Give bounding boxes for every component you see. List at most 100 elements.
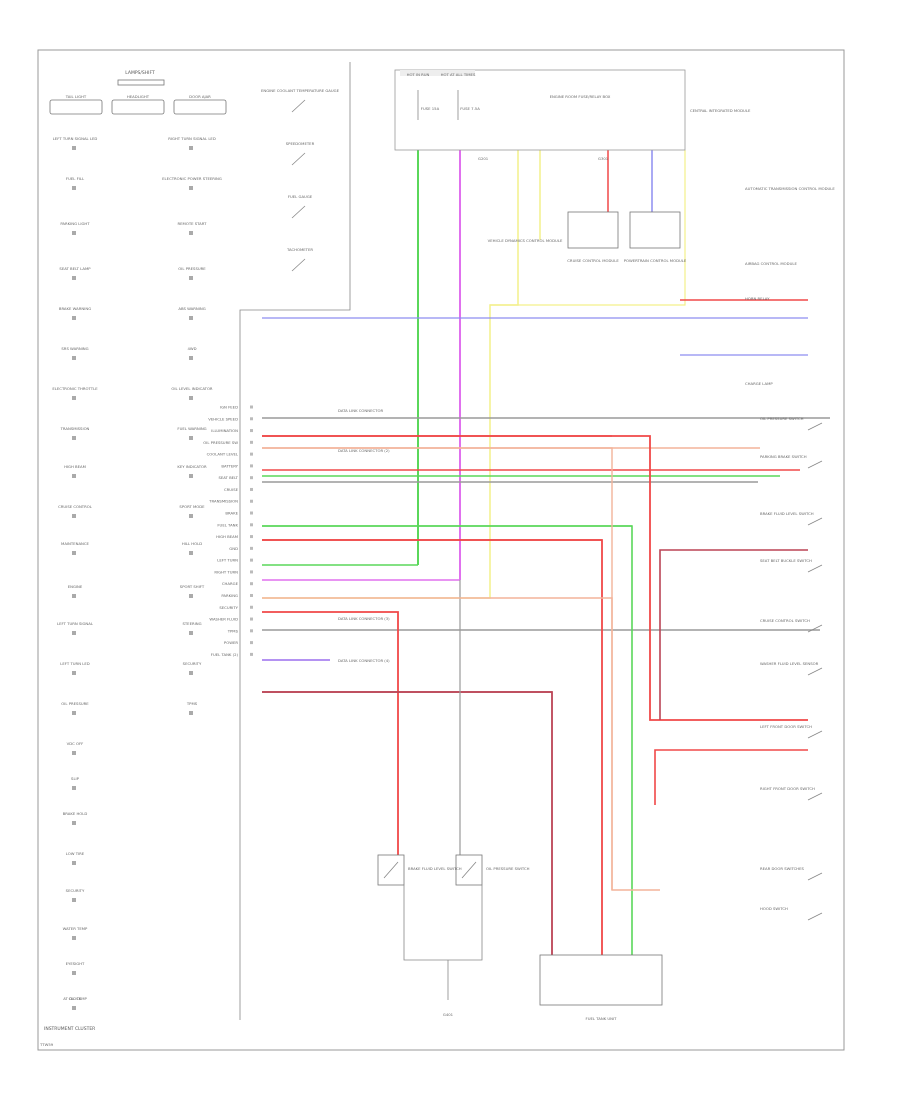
pin-annotation: DATA LINK CONNECTOR (3) xyxy=(338,616,390,621)
bottom-switch-contact xyxy=(461,861,477,879)
legend-lamp-left: HIGH BEAM xyxy=(64,464,86,469)
right-side-label: BRAKE FLUID LEVEL SWITCH xyxy=(760,511,814,516)
pin-marker xyxy=(250,405,253,409)
abs-module-label: VEHICLE DYNAMICS CONTROL MODULE xyxy=(488,238,563,243)
pin-marker xyxy=(250,605,253,609)
legend-border xyxy=(239,62,351,1020)
pin-label: PARKING xyxy=(221,593,238,598)
gauge-label: ENGINE COOLANT TEMPERATURE GAUGE xyxy=(261,88,340,93)
legend-lamp-left: FUEL FILL xyxy=(66,176,85,181)
right-side-switch xyxy=(807,422,823,431)
bottom-switch-label: OIL PRESSURE SWITCH xyxy=(486,866,530,871)
junction-label: ENGINE ROOM FUSE/RELAY BOX xyxy=(550,94,611,99)
legend-lamp-symbol xyxy=(189,276,193,280)
pin-label: WASHER FLUID xyxy=(209,617,238,622)
wire-red-fuel xyxy=(262,539,603,955)
pin-label: LEFT TURN xyxy=(217,558,238,563)
pin-label: BATTERY xyxy=(221,463,238,468)
legend-lamp-right: KEY INDICATOR xyxy=(177,464,207,469)
legend-lamp-symbol xyxy=(72,551,76,555)
legend-lamp-symbol xyxy=(189,436,193,440)
right-side-label: SEAT BELT BUCKLE SWITCH xyxy=(760,558,812,563)
right-side-switch xyxy=(807,667,823,676)
module-box-label: POWERTRAIN CONTROL MODULE xyxy=(624,258,687,263)
legend-lamp-symbol xyxy=(72,474,76,478)
components xyxy=(250,69,823,1006)
wire-red-right xyxy=(262,435,808,721)
pin-label: IGN FEED xyxy=(220,405,238,410)
legend-tab-label: HEADLIGHT xyxy=(127,94,150,99)
wire-orange-right xyxy=(262,447,660,891)
wire-orange-long xyxy=(262,597,613,890)
pin-label: OIL PRESSURE SW xyxy=(203,440,238,445)
pin-marker xyxy=(250,593,253,597)
pin-label: RIGHT TURN xyxy=(214,569,238,574)
legend-lamp-right: RIGHT TURN SIGNAL LED xyxy=(168,136,216,141)
pin-marker xyxy=(250,429,253,433)
legend-lamp-symbol xyxy=(72,356,76,360)
legend-lamp-symbol xyxy=(189,474,193,478)
legend-tab-label: TAIL LIGHT xyxy=(65,94,87,99)
legend-lamp-left: CLOCK xyxy=(69,996,82,1001)
legend-lamp-left: SECURITY xyxy=(66,888,85,893)
legend-lamp-symbol xyxy=(189,514,193,518)
pin-label: GND xyxy=(229,546,238,551)
legend-lamp-symbol xyxy=(189,551,193,555)
wire-yellow-long xyxy=(262,150,519,599)
pin-marker xyxy=(250,558,253,562)
pin-marker xyxy=(250,629,253,633)
legend-lamp-symbol xyxy=(189,711,193,715)
legend-lamp-symbol xyxy=(72,751,76,755)
gauge-label: FUEL GAUGE xyxy=(288,194,313,199)
pin-marker xyxy=(250,617,253,621)
legend-lamp-symbol xyxy=(72,671,76,675)
pin-label: FUEL TANK xyxy=(217,522,238,527)
legend-tab xyxy=(111,99,165,115)
legend-lamp-left: ELECTRONIC THROTTLE xyxy=(52,386,98,391)
legend-lamp-symbol xyxy=(72,514,76,518)
wire-red-brake xyxy=(262,611,399,860)
right-side-switch xyxy=(807,564,823,573)
wire-yellow-right xyxy=(490,150,686,306)
right-side-label: CRUISE CONTROL SWITCH xyxy=(760,618,810,623)
legend-lamp-left: BRAKE HOLD xyxy=(63,811,88,816)
right-side-switch xyxy=(807,792,823,801)
pin-annotation: DATA LINK CONNECTOR (4) xyxy=(338,658,390,663)
right-side-switch xyxy=(807,912,823,921)
legend-lamp-left: OIL PRESSURE xyxy=(61,701,89,706)
legend-lamp-symbol xyxy=(72,396,76,400)
pin-label: VEHICLE SPEED xyxy=(208,416,238,421)
gauge-label: TACHOMETER xyxy=(286,247,313,252)
legend-lamp-symbol xyxy=(189,356,193,360)
legend-lamp-left: VDC OFF xyxy=(67,741,84,746)
legend-lamp-right: ABS WARNING xyxy=(178,306,205,311)
pin-label: FUEL TANK (2) xyxy=(211,652,239,657)
legend-lamp-symbol xyxy=(72,631,76,635)
gauge-needle xyxy=(291,152,306,166)
legend-lamp-right: FUEL WARNING xyxy=(177,426,206,431)
right-side-label: LEFT FRONT DOOR SWITCH xyxy=(760,724,812,729)
pin-label: TRANSMISSION xyxy=(208,499,238,504)
legend-lamp-left: LEFT TURN LED xyxy=(60,661,89,666)
legend-lamp-left: SLIP xyxy=(71,776,80,781)
right-side-label: REAR DOOR SWITCHES xyxy=(760,866,805,871)
legend-lamp-symbol xyxy=(72,316,76,320)
legend-lamp-symbol xyxy=(72,436,76,440)
legend-tab-label: DOOR AJAR xyxy=(189,94,211,99)
legend-lamp-symbol xyxy=(72,898,76,902)
pin-label: POWER xyxy=(224,640,238,645)
legend-lamp-symbol xyxy=(189,146,193,150)
legend-lamp-right: ELECTRONIC POWER STEERING xyxy=(162,176,222,181)
legend-lamp-left: PARKING LIGHT xyxy=(60,221,90,226)
wire-green-fuel xyxy=(262,525,633,955)
legend-lamp-right: OIL LEVEL INDICATOR xyxy=(171,386,213,391)
pin-marker xyxy=(250,582,253,586)
right-side-label: HOOD SWITCH xyxy=(760,906,788,911)
footer-label: TTW59 xyxy=(39,1042,54,1047)
legend-lamp-symbol xyxy=(189,671,193,675)
legend-lamp-symbol xyxy=(189,186,193,190)
top-right-label: AUTOMATIC TRANSMISSION CONTROL MODULE xyxy=(745,186,835,191)
fuse-label: HOT IN RUN xyxy=(407,72,430,77)
